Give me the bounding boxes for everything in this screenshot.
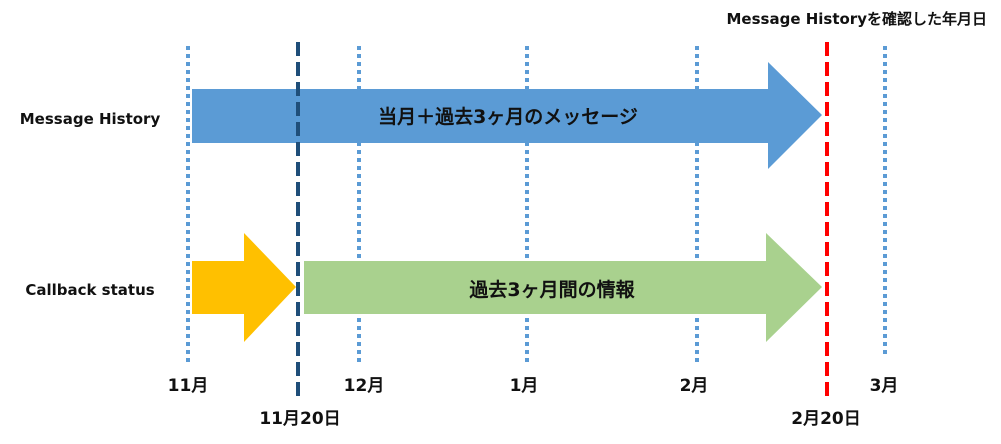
callback-pre-arrow: [192, 233, 296, 342]
callback-status-arrow-text: 過去3ヶ月間の情報: [469, 278, 635, 301]
row-label-callback-status: Callback status: [25, 281, 154, 299]
message-history-arrow-text: 当月＋過去3ヶ月のメッセージ: [378, 105, 638, 128]
start-date-label: 11月20日: [259, 409, 340, 429]
message-history-arrow: [192, 62, 822, 169]
month-label-mar: 3月: [870, 376, 899, 396]
callback-status-arrow: [304, 233, 822, 342]
row-label-message-history: Message History: [20, 110, 161, 128]
month-label-dec: 12月: [344, 376, 385, 396]
check-date-label: 2月20日: [791, 409, 861, 429]
header-note: Message Historyを確認した年月日: [727, 10, 988, 28]
month-label-jan: 1月: [510, 376, 539, 396]
month-label-feb: 2月: [680, 376, 709, 396]
month-label-nov: 11月: [168, 376, 209, 396]
